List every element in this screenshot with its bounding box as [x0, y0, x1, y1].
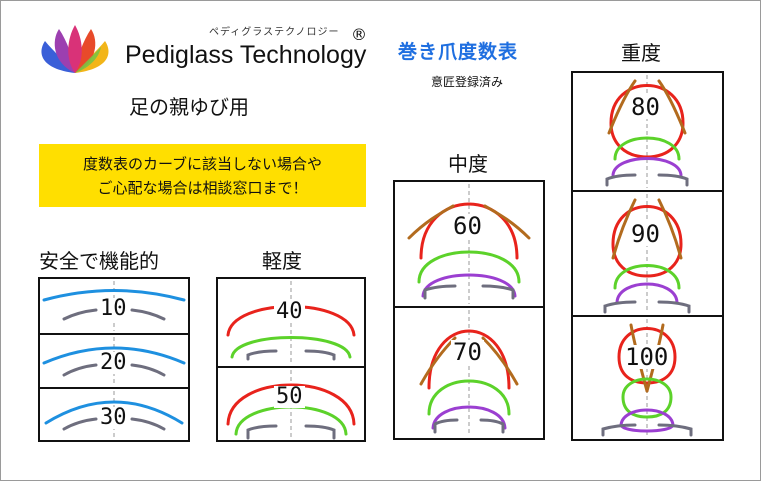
brand-name: Pediglass Technology [125, 41, 367, 69]
grade-30-curve [44, 391, 184, 438]
grade-column-light: 40 50 [216, 277, 366, 442]
grade-cell-30: 30 [40, 387, 188, 440]
notice-box: 度数表のカーブに該当しない場合や ご心配な場合は相談窓口まで！ [39, 144, 366, 207]
grade-cell-90: 90 [573, 190, 722, 315]
grade-cell-80: 80 [573, 73, 722, 190]
grade-100-curve [601, 319, 693, 437]
grade-label: 60 [451, 212, 484, 240]
grade-label: 100 [623, 343, 671, 371]
subtitle: 足の親ゆび用 [129, 95, 249, 119]
grade-label: 90 [629, 220, 662, 248]
grade-cell-20: 20 [40, 333, 188, 387]
brand-kana: ペディグラステクノロジー [209, 27, 340, 38]
grade-80-curve [605, 75, 689, 188]
category-heavy-label: 重度 [621, 41, 661, 65]
lotus-logo-icon [41, 25, 109, 73]
chart-title: 巻き爪度数表 [398, 41, 519, 63]
category-light-label: 軽度 [262, 249, 302, 273]
grade-label: 10 [98, 296, 129, 321]
notice-line-1: 度数表のカーブに該当しない場合や [82, 154, 323, 173]
grade-cell-70: 70 [395, 306, 543, 438]
grade-cell-100: 100 [573, 315, 722, 439]
grade-label: 50 [274, 384, 305, 409]
grade-70-curve [419, 310, 519, 436]
grade-label: 40 [274, 299, 305, 324]
grade-60-curve [407, 184, 531, 304]
grade-label: 20 [98, 350, 129, 375]
grade-label: 80 [629, 93, 662, 121]
grade-label: 30 [98, 405, 129, 430]
notice-line-2: ご心配な場合は相談窓口まで！ [97, 178, 308, 197]
grade-column-safe: 10 20 30 [38, 277, 190, 442]
grade-cell-50: 50 [218, 366, 364, 440]
grade-cell-10: 10 [40, 279, 188, 333]
grade-90-curve [603, 194, 691, 314]
grade-cell-40: 40 [218, 279, 364, 366]
grade-cell-60: 60 [395, 182, 543, 306]
grade-column-mid: 60 70 [393, 180, 545, 440]
category-mid-label: 中度 [448, 152, 488, 176]
registered-mark: ® [351, 25, 367, 44]
grade-label: 70 [451, 338, 484, 366]
design-registered-note: 意匠登録済み [431, 75, 504, 89]
category-safe-label: 安全で機能的 [39, 249, 159, 273]
grade-column-heavy: 80 90 [571, 71, 724, 441]
